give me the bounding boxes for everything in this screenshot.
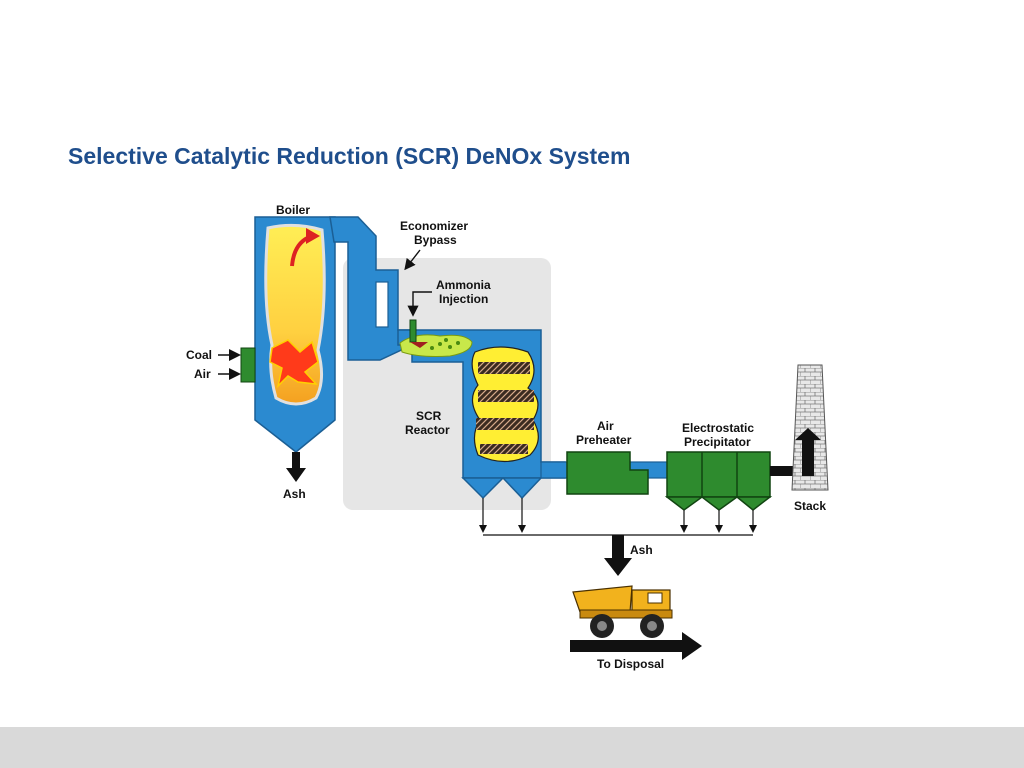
stack — [791, 364, 829, 491]
label-injection: Injection — [439, 292, 488, 306]
boiler-ash-arrow — [286, 452, 306, 482]
label-ammonia: Ammonia — [436, 278, 491, 292]
label-ash-main: Ash — [630, 543, 653, 557]
ammonia-injector — [409, 319, 417, 343]
flame — [269, 339, 319, 389]
reactor-hoppers — [461, 476, 543, 500]
label-air-preheater-2: Preheater — [576, 433, 632, 447]
dump-truck-icon — [572, 585, 673, 638]
coal-air-inlet — [240, 347, 256, 383]
label-economizer: Economizer — [400, 219, 468, 233]
slide-title: Selective Catalytic Reduction (SCR) DeNO… — [68, 143, 631, 169]
catalyst-bed — [471, 346, 539, 463]
label-ash-boiler: Ash — [283, 487, 306, 501]
label-precipitator: Precipitator — [684, 435, 751, 449]
label-reactor: Reactor — [405, 423, 450, 437]
label-boiler: Boiler — [276, 203, 310, 217]
label-bypass: Bypass — [414, 233, 457, 247]
main-ash-arrow — [604, 535, 632, 576]
label-coal: Coal — [186, 348, 212, 362]
label-scr: SCR — [416, 409, 442, 423]
disposal-arrow — [570, 632, 702, 660]
ammonia-mixing-zone — [399, 334, 473, 357]
economizer-box — [375, 281, 389, 328]
label-air-inlet: Air — [194, 367, 211, 381]
label-to-disposal: To Disposal — [597, 657, 664, 671]
air-preheater — [566, 451, 649, 495]
footer-bar — [0, 727, 1024, 768]
label-electrostatic: Electrostatic — [682, 421, 754, 435]
label-stack: Stack — [794, 499, 826, 513]
electrostatic-precipitator — [666, 451, 771, 498]
label-air-preheater-1: Air — [597, 419, 614, 433]
